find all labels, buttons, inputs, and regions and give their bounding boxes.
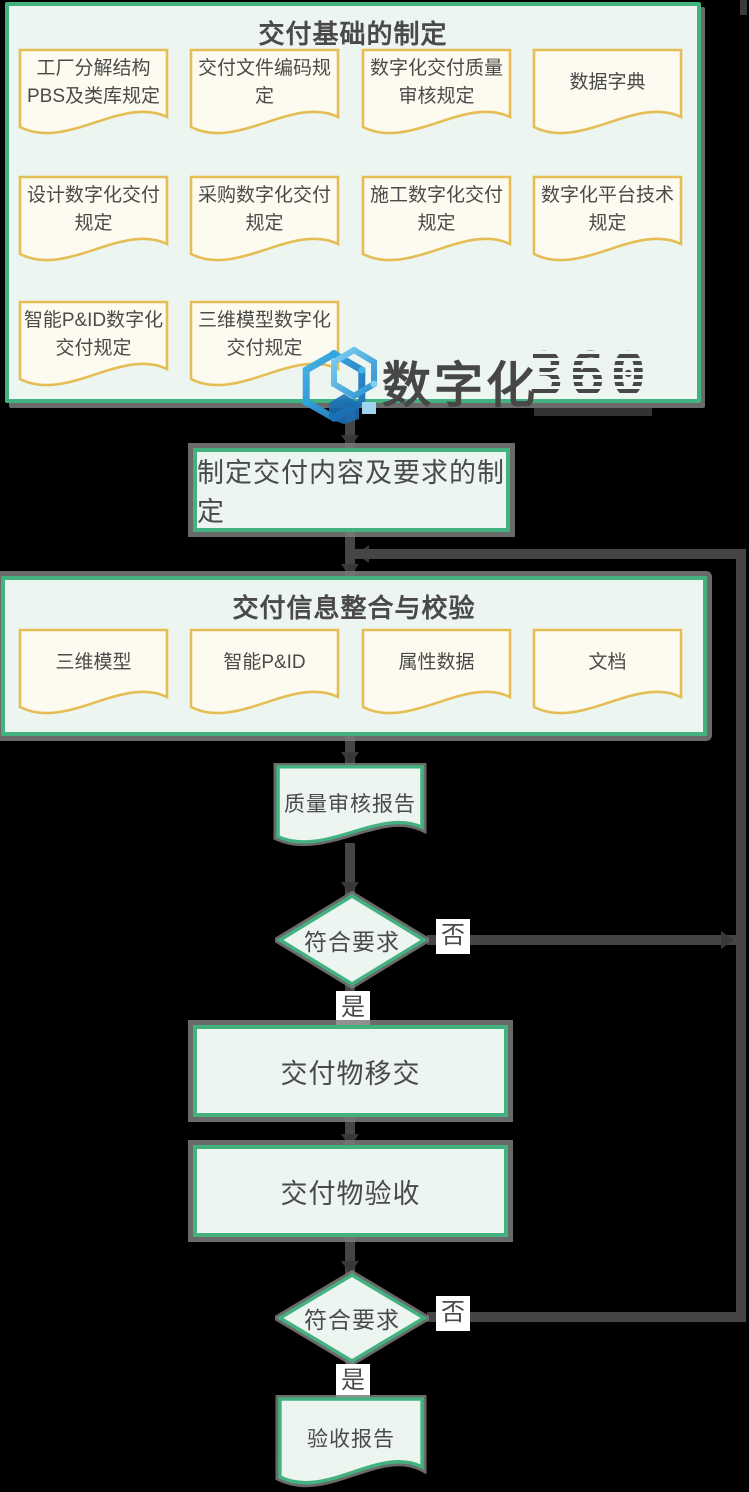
stage2-title: 交付信息整合与校验: [232, 593, 476, 623]
decision1-yes-label: 是: [336, 991, 370, 1026]
arrowhead: [341, 1261, 359, 1274]
connector-define-to-stage2: [345, 530, 355, 578]
watermark-number-text: 360: [528, 340, 652, 410]
connector-report-to-decision1: [345, 843, 355, 895]
document-shape: 施工数字化交付规定: [360, 174, 513, 267]
watermark-logo: 数字化 360: [296, 340, 666, 424]
arrowhead: [341, 882, 359, 895]
document-label: 智能P&ID: [223, 652, 306, 673]
arrowhead: [721, 931, 734, 949]
feedback-line-right: [736, 549, 746, 1322]
document-shape: 交付文件编码规定: [188, 47, 341, 140]
document-label: 数字化交付质量审核规定: [369, 58, 503, 107]
document-label: 工厂分解结构PBS及类库规定: [26, 58, 161, 107]
watermark-brand-text: 数字化: [382, 359, 539, 413]
connector-stage1-to-define: [345, 403, 355, 448]
decision1-no-label: 否: [436, 919, 470, 954]
handover-step: 交付物移交: [193, 1025, 508, 1117]
decision1-label: 符合要求: [304, 929, 400, 955]
stage1-title: 交付基础的制定: [258, 19, 448, 49]
connector-stage2-to-report: [345, 736, 355, 765]
acceptance-step: 交付物验收: [193, 1145, 508, 1237]
arrowhead: [341, 435, 359, 448]
decision2-diamond: 符合要求: [271, 1269, 433, 1367]
decision2-label: 符合要求: [304, 1307, 400, 1333]
define-requirements-label: 制定交付内容及要求的制定: [197, 458, 505, 527]
arrowhead: [341, 752, 359, 765]
stage1-container: 交付基础的制定 工厂分解结构PBS及类库规定交付文件编码规定数字化交付质量审核规…: [5, 2, 701, 403]
document-shape: 设计数字化交付规定: [17, 174, 170, 267]
arrowhead: [341, 1134, 359, 1147]
stage2-container: 交付信息整合与校验 三维模型 智能P&ID 属性数据 文档: [1, 576, 707, 736]
document-label: 数据字典: [569, 72, 646, 93]
document-shape: 数据字典: [531, 47, 684, 140]
document-shape: 数字化平台技术规定: [531, 174, 684, 267]
document-label: 文档: [588, 652, 627, 673]
decision2-no-label: 否: [436, 1296, 470, 1331]
document-shape: 工厂分解结构PBS及类库规定: [17, 47, 170, 140]
acceptance-label: 交付物验收: [280, 1178, 421, 1209]
decision1-no-line: [427, 935, 736, 945]
document-label: 数字化平台技术规定: [540, 185, 674, 234]
document-label: 属性数据: [398, 652, 475, 673]
acceptance-report-label: 验收报告: [307, 1428, 395, 1451]
arrowhead: [341, 564, 359, 577]
document-label: 智能P&ID数字化交付规定: [23, 310, 164, 359]
document-label: 三维模型: [55, 652, 132, 673]
document-label: 采购数字化交付规定: [197, 185, 331, 234]
document-shape: 三维模型: [17, 627, 170, 720]
cropped-line-artifact: [740, 0, 747, 15]
feedback-line-top: [355, 549, 746, 559]
decision1-diamond: 符合要求: [271, 890, 433, 990]
define-requirements-step: 制定交付内容及要求的制定: [193, 448, 510, 532]
acceptance-report: 验收报告: [275, 1394, 427, 1491]
document-shape: 采购数字化交付规定: [188, 174, 341, 267]
hexagon-circuit-icon: [302, 346, 378, 424]
document-shape: 文档: [531, 627, 684, 720]
document-label: 施工数字化交付规定: [369, 185, 503, 234]
document-shape: 属性数据: [360, 627, 513, 720]
watermark-subtext-bar: [534, 408, 652, 416]
decision2-no-line: [427, 1312, 736, 1322]
document-shape: 数字化交付质量审核规定: [360, 47, 513, 140]
document-shape: 三维模型数字化交付规定: [188, 299, 341, 392]
handover-label: 交付物移交: [280, 1058, 421, 1089]
connector-handover-to-acceptance: [345, 1115, 355, 1147]
quality-review-report: 质量审核报告: [273, 762, 427, 850]
document-shape: 智能P&ID: [188, 627, 341, 720]
document-shape: 智能P&ID数字化交付规定: [17, 299, 170, 392]
connector-acceptance-to-decision2: [345, 1235, 355, 1274]
decision2-yes-label: 是: [336, 1364, 370, 1399]
document-label: 设计数字化交付规定: [26, 185, 160, 234]
document-label: 三维模型数字化交付规定: [197, 310, 331, 359]
quality-review-report-label: 质量审核报告: [284, 793, 416, 816]
document-label: 交付文件编码规定: [197, 58, 331, 107]
